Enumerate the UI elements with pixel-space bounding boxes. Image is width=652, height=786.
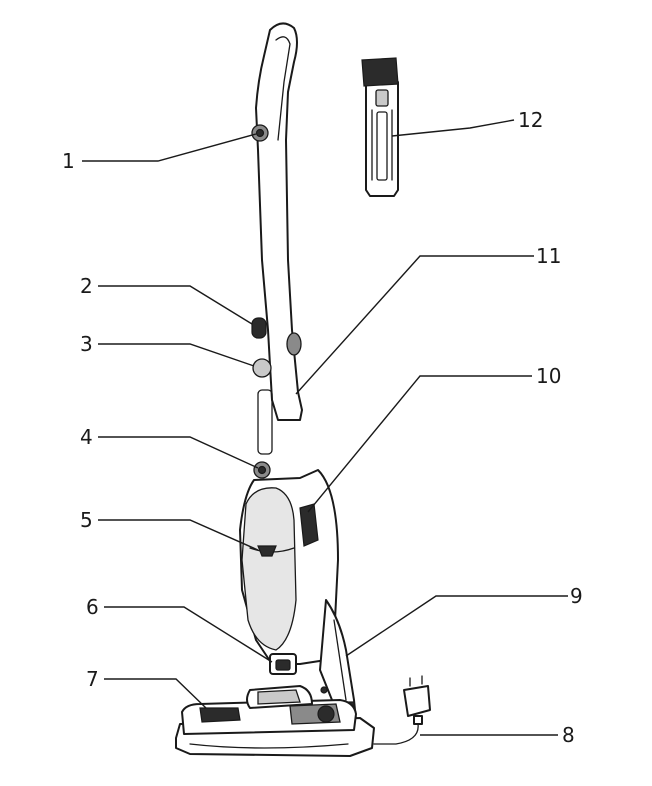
vacuum-handle — [251, 22, 303, 479]
callout-6: 6 — [86, 595, 99, 619]
callout-10: 10 — [536, 364, 561, 388]
callout-12: 12 — [518, 108, 543, 132]
mode-button — [251, 317, 267, 339]
charging-adapter — [373, 675, 431, 745]
release-button — [252, 358, 272, 378]
callout-7: 7 — [86, 667, 99, 691]
callout-11: 11 — [536, 244, 561, 268]
callout-labels: 1 2 3 4 5 6 7 8 9 10 11 12 — [62, 108, 583, 747]
callout-5: 5 — [80, 508, 93, 532]
floor-brush-head — [175, 685, 375, 757]
handheld-unit — [239, 469, 339, 675]
callout-1: 1 — [62, 149, 75, 173]
callout-4: 4 — [80, 425, 93, 449]
callout-3: 3 — [80, 332, 93, 356]
crevice-tool — [361, 57, 399, 197]
callout-9: 9 — [570, 584, 583, 608]
leader-lines — [82, 119, 568, 736]
callout-2: 2 — [80, 274, 93, 298]
callout-8: 8 — [562, 723, 575, 747]
